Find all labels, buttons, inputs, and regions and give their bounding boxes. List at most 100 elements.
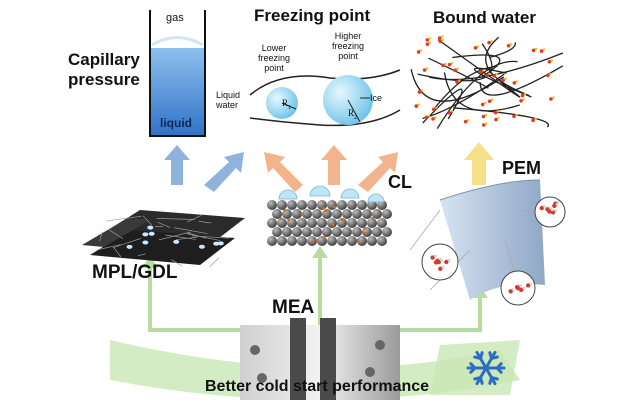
pem-water-hydrogen [512,289,514,291]
blue-arrows [164,145,244,192]
water-hydrogen [467,119,469,121]
water-hydrogen [444,63,446,65]
pem-water-hydrogen [551,209,553,211]
r2-sub: 2 [354,115,357,121]
cl-carbon-particle [367,236,377,246]
cl-carbon-particle [347,218,357,228]
r2-label: R2 [348,108,357,121]
water-hydrogen [458,79,460,81]
water-hydrogen [497,110,499,112]
lfp-3: point [264,63,284,73]
cl-carbon-particle [357,218,367,228]
cl-platinum-dot [315,239,318,242]
water-hydrogen [534,118,536,120]
water-hydrogen [543,48,545,50]
lower-freezing-point-label: Lower freezing point [258,43,290,73]
cl-carbon-particle [297,218,307,228]
pem-water-hydrogen [434,255,436,257]
bottom-caption: Better cold start performance [205,378,429,396]
water-oxygen [448,63,452,67]
freezing-point-title: Freezing point [254,6,370,26]
cl-platinum-dot [332,224,335,227]
cl-carbon-particle [332,209,342,219]
lw-2: water [216,100,238,110]
cl-carbon-particle [267,218,277,228]
cl-carbon-particle [287,236,297,246]
water-hydrogen [490,40,492,42]
green-arrow-mid-head [312,246,328,258]
snowflake-branch [481,378,483,384]
water-hydrogen [420,49,422,51]
gdl-droplet [142,232,148,236]
gdl-droplet [199,245,205,249]
capillary-line2: pressure [68,70,140,89]
water-oxygen [439,40,443,44]
cl-carbon-particle [277,218,287,228]
water-oxygen [549,97,553,101]
water-oxygen [521,94,525,98]
cl-water-droplet [341,189,359,198]
cl-carbon-particle [307,236,317,246]
water-oxygen [426,42,430,46]
pem-water-hydrogen [519,285,521,287]
cl-carbon-particle [317,218,327,228]
cl-water-droplet [368,194,384,202]
cl-carbon-particle [302,227,312,237]
cl-carbon-particle [307,200,317,210]
cl-platinum-dot [357,239,360,242]
cl-platinum-dot [371,217,374,220]
water-hydrogen [484,102,486,104]
liquid-water-label: Liquid water [216,90,240,110]
water-hydrogen [477,45,479,47]
cl-carbon-particle [347,236,357,246]
water-hydrogen [429,37,431,39]
water-oxygen [423,68,427,72]
polymer-chain [453,108,548,127]
cl-carbon-particle [277,200,287,210]
water-oxygen [441,64,445,68]
orange-arrow-up [321,145,347,185]
water-hydrogen [549,73,551,75]
bound-water-title: Bound water [433,8,536,28]
pem-label: PEM [502,158,541,179]
cl-carbon-particle [287,200,297,210]
yellow-arrow-up [464,142,494,185]
cl-carbon-particle [367,218,377,228]
cl-carbon-particle [337,200,347,210]
cl-platinum-dot [364,232,367,235]
water-oxygen [507,44,511,48]
water-oxygen [431,117,435,121]
water-hydrogen [485,114,487,116]
bound-water-network [411,35,563,128]
cl-particles [267,186,392,246]
cl-carbon-particle [282,227,292,237]
water-hydrogen [482,69,484,71]
mea-label: MEA [272,297,314,319]
lw-1: Liquid [216,90,240,100]
water-hydrogen [434,116,436,118]
water-oxygen [464,120,468,124]
pem-water-hydrogen [554,210,556,212]
capillary-line1: Capillary [68,50,140,69]
water-hydrogen [535,48,537,50]
water-hydrogen [496,73,498,75]
cl-carbon-particle [352,209,362,219]
water-hydrogen [428,115,430,117]
cl-carbon-particle [322,227,332,237]
cl-carbon-particle [312,209,322,219]
water-oxygen [474,46,478,50]
cl-platinum-dot [325,210,328,213]
cl-carbon-particle [297,236,307,246]
water-oxygen [418,90,422,94]
gdl-droplet [149,232,155,236]
cl-platinum-dot [301,213,304,216]
water-oxygen [492,74,496,78]
water-oxygen [417,50,421,54]
water-oxygen [414,104,418,108]
water-oxygen [455,80,459,84]
water-hydrogen [485,122,487,124]
cl-carbon-particle [377,218,387,228]
cl-carbon-particle [307,218,317,228]
cl-carbon-particle [337,236,347,246]
lfp-2: freezing [258,53,290,63]
